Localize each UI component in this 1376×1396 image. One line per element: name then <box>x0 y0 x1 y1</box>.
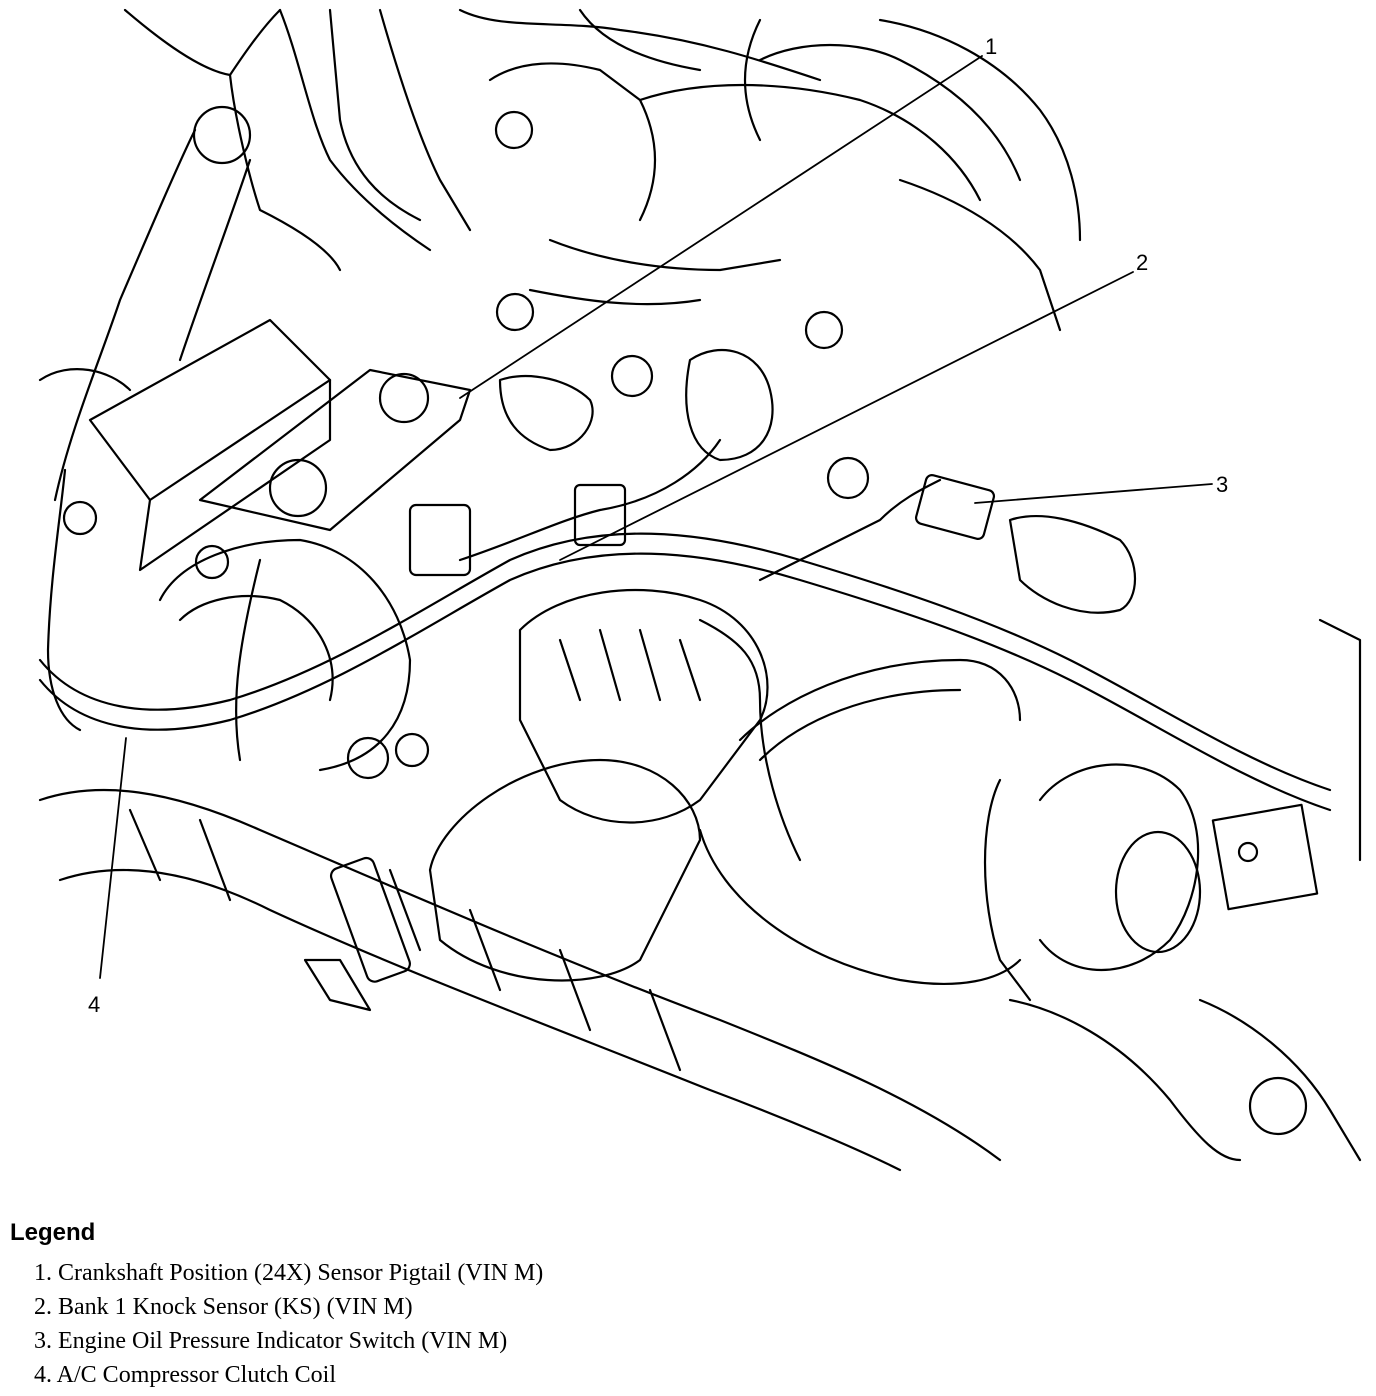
legend: Legend 1. Crankshaft Position (24X) Sens… <box>10 1218 1210 1392</box>
left-bracket <box>38 105 332 732</box>
callout-3: 3 <box>1216 472 1228 497</box>
legend-item: 1. Crankshaft Position (24X) Sensor Pigt… <box>34 1260 544 1286</box>
oil-filter <box>428 588 769 982</box>
legend-title: Legend <box>10 1219 96 1246</box>
legend-list: 1. Crankshaft Position (24X) Sensor Pigt… <box>10 1256 1210 1392</box>
wiring-harness <box>38 438 1332 862</box>
legend-item: 2. Bank 1 Knock Sensor (KS) (VIN M) <box>34 1294 413 1320</box>
leader-lines <box>99 55 1213 979</box>
lower-pipe <box>38 788 1002 1172</box>
sensor-connectors <box>408 110 1137 614</box>
legend-item: 4. A/C Compressor Clutch Coil <box>34 1362 337 1388</box>
engine-block <box>123 8 1082 332</box>
starter-motor <box>698 618 1362 1162</box>
ac-compressor <box>158 368 472 780</box>
legend-item: 3. Engine Oil Pressure Indicator Switch … <box>34 1328 508 1354</box>
engine-line-drawing: 1 2 3 4 <box>38 8 1362 1172</box>
callout-2: 2 <box>1136 250 1148 275</box>
callout-4: 4 <box>88 992 100 1017</box>
callout-1: 1 <box>985 34 997 59</box>
